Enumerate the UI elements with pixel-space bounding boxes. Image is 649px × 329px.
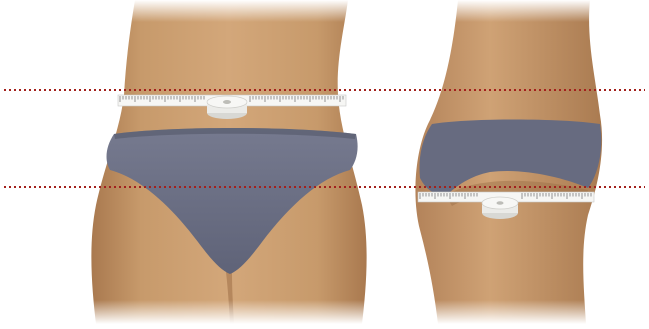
top-fade bbox=[0, 0, 649, 22]
front-tape-case-center bbox=[223, 100, 231, 104]
side-view-figure bbox=[415, 0, 602, 324]
bottom-fade bbox=[0, 300, 649, 324]
side-tape-case-center bbox=[497, 201, 504, 205]
front-view-figure bbox=[91, 0, 366, 324]
